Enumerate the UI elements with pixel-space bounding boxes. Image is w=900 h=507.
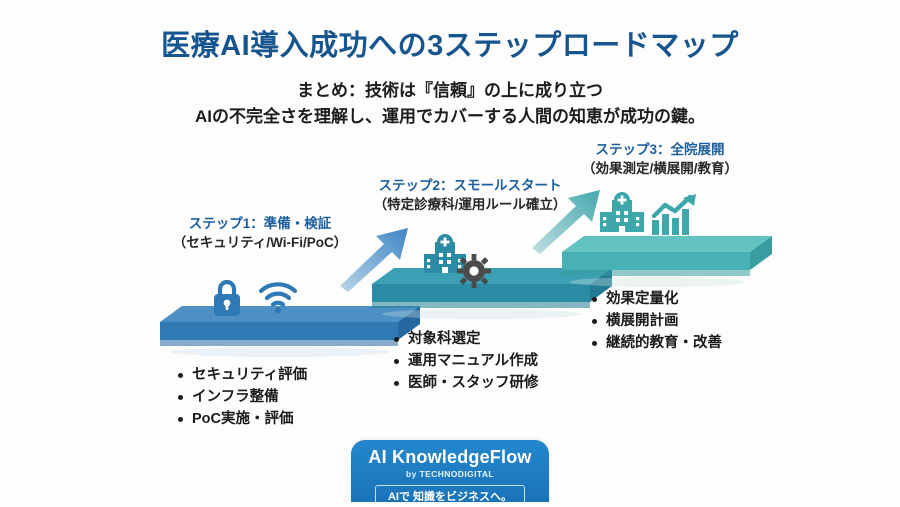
hospital-building-icon <box>598 192 646 236</box>
step-3-label: ステップ3：全院展開 （効果測定/横展開/教育） <box>490 140 830 178</box>
list-item: 対象科選定 <box>392 328 539 350</box>
step-2-label: ステップ2：スモールスタート （特定診療科/運用ルール確立） <box>300 176 640 214</box>
page-subtitle: まとめ：技術は『信頼』の上に成り立つ AIの不完全さを理解し、運用でカバーする人… <box>0 78 900 130</box>
list-item: インフラ整備 <box>176 386 307 408</box>
list-item: 継続的教育・改善 <box>590 332 722 354</box>
step-2-bullet-list: 対象科選定 運用マニュアル作成 医師・スタッフ研修 <box>392 328 539 394</box>
step-2-platform <box>372 262 612 324</box>
lock-icon <box>210 278 244 318</box>
subtitle-line-2: AIの不完全さを理解し、運用でカバーする人間の知恵が成功の鍵。 <box>195 107 705 126</box>
step-3-bullet-list: 効果定量化 横展開計画 継続的教育・改善 <box>590 288 722 354</box>
gear-icon <box>457 254 491 288</box>
arrow-step1-to-step2 <box>340 228 414 297</box>
page-title: 医療AI導入成功への3ステップロードマップ <box>161 30 739 62</box>
step-1-label-sub: （セキュリティ/Wi-Fi/PoC） <box>172 235 348 250</box>
list-item: 運用マニュアル作成 <box>392 350 539 372</box>
brand-tagline: AIで 知識をビジネスへ。 <box>374 485 526 507</box>
brand-name: AI KnowledgeFlow <box>368 447 532 467</box>
step-1-label-main: ステップ1：準備・検証 <box>188 216 332 231</box>
step-2-label-main: ステップ2：スモールスタート <box>378 178 562 193</box>
step-1-label: ステップ1：準備・検証 （セキュリティ/Wi-Fi/PoC） <box>90 214 430 252</box>
growth-chart-icon <box>651 194 697 236</box>
arrow-step2-to-step3 <box>532 190 606 259</box>
step-1-bullet-list: セキュリティ評価 インフラ整備 PoC実施・評価 <box>176 364 307 430</box>
step-3-platform <box>562 230 772 292</box>
wifi-icon <box>258 282 298 314</box>
step-1-platform <box>160 300 420 362</box>
list-item: セキュリティ評価 <box>176 364 307 386</box>
step-3-label-sub: （効果測定/横展開/教育） <box>581 161 738 176</box>
subtitle-line-1: まとめ：技術は『信頼』の上に成り立つ <box>297 81 603 100</box>
step-2-label-sub: （特定診療科/運用ルール確立） <box>373 197 567 212</box>
list-item: 医師・スタッフ研修 <box>392 372 539 394</box>
list-item: 横展開計画 <box>590 310 722 332</box>
footer-brand-badge: AI KnowledgeFlow by TECHNODIGITAL AIで 知識… <box>351 440 549 507</box>
list-item: PoC実施・評価 <box>176 408 307 430</box>
brand-byline: by TECHNODIGITAL <box>406 469 494 479</box>
list-item: 効果定量化 <box>590 288 722 310</box>
step-3-label-main: ステップ3：全院展開 <box>595 142 725 157</box>
